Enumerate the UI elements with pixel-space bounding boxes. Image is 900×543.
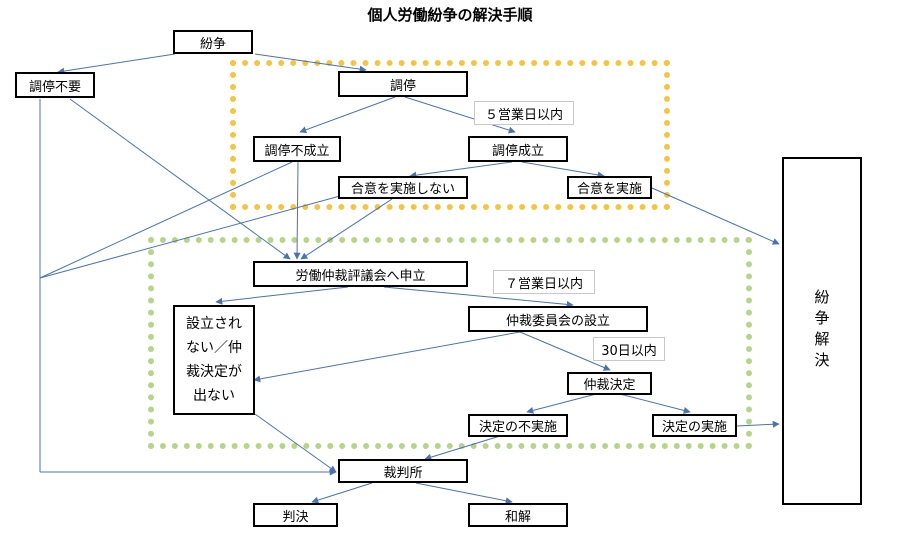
node-chotei: 調停 (338, 71, 468, 97)
arrow-seiritsu-to-goijisshi (521, 161, 605, 179)
node-wakai: 和解 (468, 503, 568, 527)
arrow-moushitate-to-setsuritsunai (215, 286, 349, 305)
node-funso-kaiketsu: 紛争解決 (782, 157, 862, 505)
arrow-goifujisshi-to-moushitate (300, 198, 393, 260)
setsuritsu-nai-line-4: 出ない (193, 388, 235, 404)
node-setsuritsu-nai: 設立され ない／仲 裁決定が 出ない (173, 305, 255, 415)
node-kettei-fujisshi: 決定の不実施 (468, 414, 568, 437)
arrow-kettei-to-jisshi (615, 392, 691, 414)
line-goifujisshi-to-left (39, 195, 341, 279)
arrow-funso-to-choteifuyo (57, 53, 176, 75)
note-days7: ７営業日以内 (493, 270, 595, 294)
node-chotei-fuseiritsu: 調停不成立 (253, 136, 341, 162)
line-fuseiritsu-to-left (39, 161, 293, 279)
arrow-chotei-to-fuseiritsu (299, 96, 396, 134)
node-chotei-fuyo: 調停不要 (15, 72, 95, 98)
node-chotei-seiritsu: 調停成立 (468, 136, 568, 162)
arrow-kettei-to-fujisshi (526, 392, 601, 414)
arrow-choteifuyo-to-moushitate (69, 98, 291, 260)
node-funso: 紛争 (173, 30, 253, 54)
node-hanketsu: 判決 (253, 503, 338, 527)
node-chusai-kettei: 仲裁決定 (567, 372, 652, 395)
node-moushitate: 労働仲裁評議会へ申立 (253, 261, 468, 287)
note-days5: ５営業日以内 (474, 101, 574, 125)
arrow-goijisshi-to-kaiketsu (651, 187, 780, 245)
node-goi-jisshi: 合意を実施 (567, 176, 652, 199)
diagram-title: 個人労働紛争の解決手順 (367, 6, 533, 24)
setsuritsu-nai-line-3: 裁決定が (186, 364, 242, 380)
arbitration-group-border (148, 237, 752, 449)
funso-kaiketsu-label: 紛争解決 (812, 289, 831, 373)
node-goi-fujisshi: 合意を実施しない (338, 176, 468, 199)
arrow-iinkai-to-kettei (519, 331, 611, 371)
node-saibansho: 裁判所 (338, 459, 468, 483)
arrow-funso-to-chotei (254, 53, 367, 73)
arrow-iinkai-to-setsuritsunai (253, 331, 521, 383)
arrow-fuseiritsu-to-moushitate (293, 161, 301, 260)
node-kettei-jisshi: 決定の実施 (652, 414, 737, 437)
note-days30: 30日以内 (593, 337, 665, 361)
arrow-seiritsu-to-goifujisshi (409, 161, 513, 179)
arrow-chotei-to-seiritsu (404, 96, 516, 134)
node-iinkai-setsuritsu: 仲裁委員会の設立 (468, 306, 648, 332)
arrow-moushitate-to-iinkai (383, 286, 574, 308)
setsuritsu-nai-line-2: ない／仲 (186, 340, 242, 356)
arrow-saibansho-to-wakai (415, 482, 513, 505)
setsuritsu-nai-line-1: 設立され (186, 316, 242, 332)
arrow-jisshi-to-kaiketsu (736, 420, 780, 428)
arrow-setsuritsunai-to-saibansho (254, 413, 337, 473)
mediation-group-border (230, 60, 670, 210)
arrow-saibansho-to-hanketsu (311, 482, 373, 504)
arrow-fujisshi-to-saibansho (424, 435, 501, 461)
